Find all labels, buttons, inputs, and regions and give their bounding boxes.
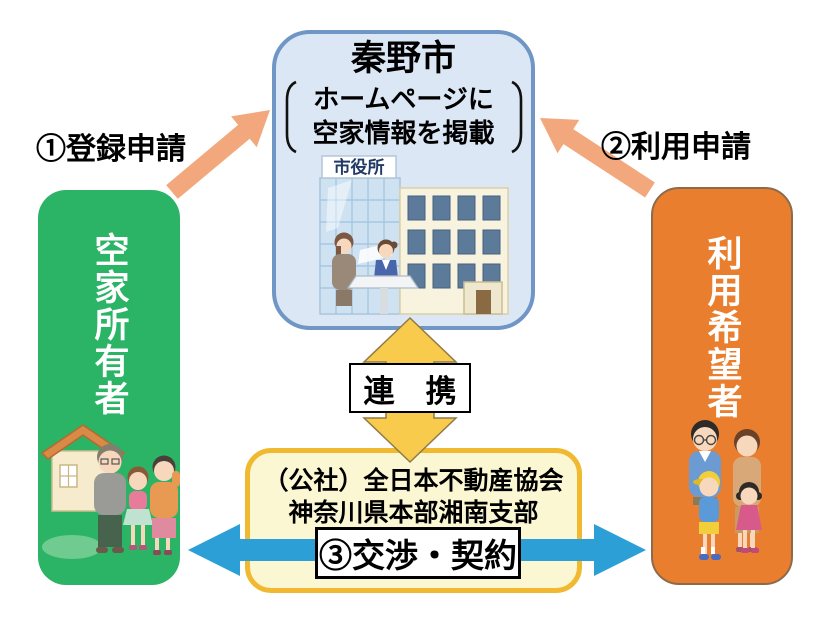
visitor-figure xyxy=(332,232,356,306)
user-family-graphic xyxy=(689,420,762,560)
negotiation-label-box: ③交渉・契約 xyxy=(315,527,521,579)
boy-figure xyxy=(693,471,721,560)
owner-family-illustration xyxy=(38,419,180,579)
building-windows xyxy=(407,195,501,289)
left-bracket-icon xyxy=(285,80,297,154)
user-box-label: 利用希望者 xyxy=(702,235,742,420)
owner-family-graphic xyxy=(40,424,180,559)
user-family-illustration xyxy=(653,412,795,577)
owner-box: 空家所有者 xyxy=(38,190,180,585)
receptionist-figure xyxy=(374,239,398,278)
association-name-line1: （公社）全日本不動産協会 xyxy=(263,467,564,495)
use-arrow-label: ②利用申請 xyxy=(601,131,751,164)
homepage-note-line1: ホームページに xyxy=(313,84,494,114)
ground-shadow xyxy=(42,535,102,559)
cityhall-sign xyxy=(321,155,397,179)
daughter-figure xyxy=(736,482,762,553)
register-arrow-label: ①登録申請 xyxy=(36,133,186,166)
entrance-door xyxy=(476,290,491,314)
girl-figure xyxy=(123,466,153,550)
right-bracket-icon xyxy=(510,80,522,154)
counter xyxy=(346,275,420,314)
cityhall-sign-text: 市役所 xyxy=(334,157,385,177)
homepage-note: ホームページに 空家情報を掲載 xyxy=(285,80,522,154)
glass-reflection xyxy=(326,180,352,232)
cooperation-label-box: 連 携 xyxy=(349,363,471,413)
city-hall-illustration: 市役所 xyxy=(298,154,516,322)
cooperation-label: 連 携 xyxy=(363,373,457,409)
negotiation-label: ③交渉・契約 xyxy=(319,537,517,574)
city-box-title: 秦野市 xyxy=(350,39,456,78)
city-box: 秦野市 ホームページに 空家情報を掲載 xyxy=(272,30,535,330)
grandfather-figure xyxy=(94,444,126,553)
city-hall-graphic: 市役所 xyxy=(319,155,509,315)
grandmother-figure xyxy=(150,455,180,555)
owner-box-label: 空家所有者 xyxy=(89,232,129,417)
association-name-line2: 神奈川県本部湘南支部 xyxy=(288,499,539,527)
homepage-note-line2: 空家情報を掲載 xyxy=(312,118,495,148)
user-box: 利用希望者 xyxy=(651,187,793,585)
